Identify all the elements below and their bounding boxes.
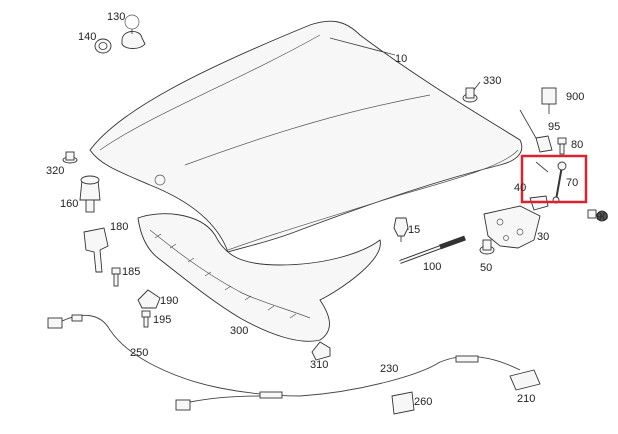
part-260-holder — [391, 391, 415, 415]
label-30: 30 — [537, 231, 549, 243]
label-90: 90 — [596, 211, 608, 223]
part-180-bracket — [83, 227, 109, 273]
label-40: 40 — [514, 182, 526, 194]
label-185: 185 — [122, 266, 140, 278]
part-900-sensor — [541, 87, 557, 114]
label-195: 195 — [153, 314, 171, 326]
label-95: 95 — [548, 121, 560, 133]
part-30-hinge — [483, 205, 541, 249]
label-100: 100 — [423, 261, 441, 273]
part-160-buffer — [79, 175, 101, 213]
part-15-clip — [393, 217, 409, 242]
part-185-bolt — [111, 267, 121, 287]
label-320: 320 — [46, 165, 64, 177]
label-80: 80 — [571, 139, 583, 151]
highlight-box — [520, 154, 588, 204]
part-95-clip — [535, 135, 553, 153]
part-50-grommet — [479, 239, 495, 255]
part-320-stop — [62, 151, 78, 164]
label-260: 260 — [414, 396, 432, 408]
label-190: 190 — [160, 295, 178, 307]
part-70-cable — [535, 161, 567, 204]
label-50: 50 — [480, 262, 492, 274]
label-10: 10 — [395, 53, 407, 65]
part-140-ring — [94, 38, 112, 54]
label-300: 300 — [230, 325, 248, 337]
hood-panel — [89, 20, 523, 253]
part-250-release-cable — [47, 314, 301, 411]
part-230-release-cable — [299, 355, 521, 397]
part-330-grommet — [462, 87, 478, 103]
label-15: 15 — [408, 224, 420, 236]
label-70: 70 — [566, 177, 578, 189]
label-180: 180 — [110, 221, 128, 233]
label-900: 900 — [566, 91, 584, 103]
label-310: 310 — [310, 359, 328, 371]
part-210-handle — [509, 369, 541, 391]
part-100-gas-strut — [399, 235, 466, 264]
part-90-nut — [587, 209, 608, 222]
label-210: 210 — [517, 393, 535, 405]
part-310-clip — [311, 341, 331, 361]
hood-insulation — [137, 213, 381, 342]
part-80-bolt — [557, 137, 567, 155]
label-250: 250 — [130, 347, 148, 359]
label-130: 130 — [107, 11, 125, 23]
label-160: 160 — [60, 198, 78, 210]
label-330: 330 — [483, 75, 501, 87]
label-140: 140 — [78, 31, 96, 43]
part-130-cap — [121, 14, 146, 49]
label-230: 230 — [380, 363, 398, 375]
part-190-clip — [137, 289, 161, 309]
part-195-bolt — [141, 310, 151, 328]
